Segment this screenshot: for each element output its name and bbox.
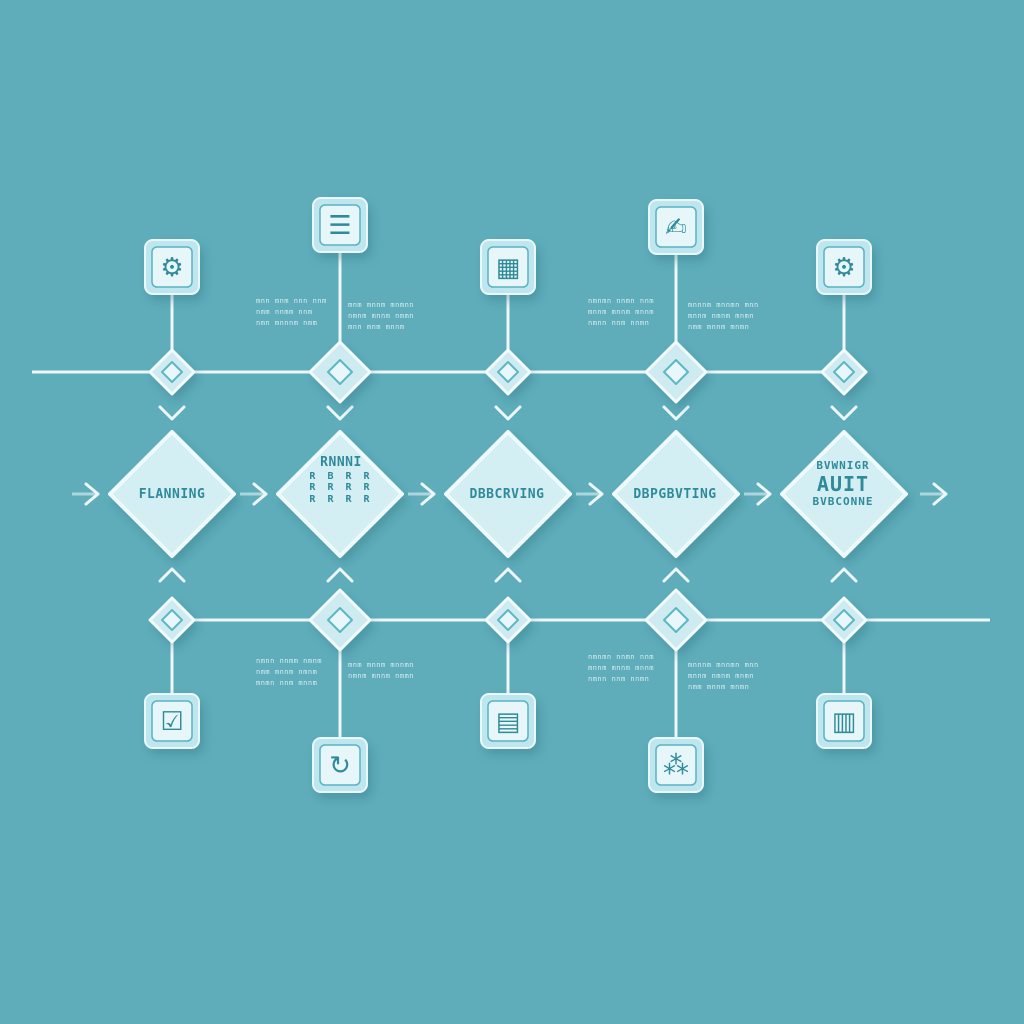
- caption-bottom-1: nmnn nnmm nmnm nmm mnnm nmnm mnmn nnm mn…: [256, 657, 323, 687]
- up-arrow-3: [494, 567, 522, 583]
- network-icon: ⁂: [663, 751, 689, 781]
- document-grid-icon: ▤: [496, 707, 521, 737]
- bottom-connector-node-4-inner: [663, 607, 689, 633]
- process-node-2: [276, 430, 404, 558]
- network-icon-tile: ⁂: [648, 737, 704, 793]
- node-label-2: RNNNI R B R R R R R R R R R R: [281, 455, 401, 505]
- top-icon-inner-2: [319, 204, 361, 246]
- process-node-3: [444, 430, 572, 558]
- node-4-line-1: DBPGBVTING: [633, 487, 717, 502]
- bottom-connector-node-2-inner: [327, 607, 353, 633]
- node-5-line-2: AUIT: [816, 471, 870, 496]
- bottom-connector-node-3-inner: [497, 609, 519, 631]
- node-5-line-1: BVWNIGR: [816, 459, 870, 472]
- flow-arrow-3: [588, 482, 604, 506]
- bottom-icon-inner-5: [823, 700, 865, 742]
- checklist-icon: ☑: [160, 707, 183, 737]
- gear-icon: ⚙: [832, 253, 855, 283]
- node-label-4: DBPGBVTING: [615, 487, 735, 503]
- node-2-line-4: R R R R: [309, 493, 373, 505]
- document-search-icon: ☰: [328, 211, 351, 241]
- down-arrow-5: [830, 405, 858, 421]
- gear-icon-tile: ⚙: [816, 239, 872, 295]
- document-search-icon-tile: ☰: [312, 197, 368, 253]
- bottom-icon-inner-2: [319, 744, 361, 786]
- top-connector-node-2-inner: [327, 359, 353, 385]
- flow-arrow-4: [756, 482, 772, 506]
- node-2-line-2: R B R R: [309, 470, 373, 482]
- report-icon-tile: ▥: [816, 693, 872, 749]
- process-node-1: [108, 430, 236, 558]
- process-node-4: [612, 430, 740, 558]
- globe-gear-icon-tile: ⚙: [144, 239, 200, 295]
- down-arrow-2: [326, 405, 354, 421]
- up-arrow-4: [662, 567, 690, 583]
- flow-arrow-2: [420, 482, 436, 506]
- top-connector-node-5-inner: [833, 361, 855, 383]
- top-icon-inner-4: [655, 206, 697, 248]
- up-arrow-1: [158, 567, 186, 583]
- top-connector-node-4-inner: [663, 359, 689, 385]
- top-connector-node-1-inner: [161, 361, 183, 383]
- node-2-line-1: RNNNI: [320, 455, 362, 470]
- refresh-icon: ↻: [329, 751, 351, 781]
- bottom-icon-inner-3: [487, 700, 529, 742]
- bottom-icon-inner-1: [151, 700, 193, 742]
- down-arrow-4: [662, 405, 690, 421]
- chart-monitor-icon-tile: ▦: [480, 239, 536, 295]
- top-icon-inner-3: [487, 246, 529, 288]
- entry-arrow: [84, 482, 100, 506]
- node-label-1: FLANNING: [112, 487, 232, 503]
- report-icon: ▥: [832, 707, 857, 737]
- bottom-icon-inner-4: [655, 744, 697, 786]
- top-icon-inner-5: [823, 246, 865, 288]
- flow-arrow-1: [252, 482, 268, 506]
- node-label-3: DBBCRVING: [447, 487, 567, 503]
- hand-pen-icon-tile: ✍: [648, 199, 704, 255]
- bottom-connector-node-5-inner: [833, 609, 855, 631]
- top-connector-node-3-inner: [497, 361, 519, 383]
- checklist-icon-tile: ☑: [144, 693, 200, 749]
- caption-bottom-3: nmnmn nnmn nnm mnnm mnnm mnnm nmnn nnm n…: [588, 653, 655, 683]
- node-3-line-1: DBBCRVING: [469, 487, 545, 502]
- document-grid-icon-tile: ▤: [480, 693, 536, 749]
- caption-bottom-2: mnm mnnm mnnmn nmnm mnnm nmmn: [348, 661, 415, 680]
- globe-gear-icon: ⚙: [160, 253, 183, 283]
- caption-top-1: mnn mnm nnn nnm nmm nnmm nnm nmn mnnnm n…: [256, 297, 327, 327]
- bottom-connector-node-1-inner: [161, 609, 183, 631]
- process-node-5: [780, 430, 908, 558]
- up-arrow-5: [830, 567, 858, 583]
- down-arrow-3: [494, 405, 522, 421]
- refresh-icon-tile: ↻: [312, 737, 368, 793]
- caption-top-2: mnm mnnm mnmnn nmnm mnnm nmmn mnn mnm mn…: [348, 301, 415, 331]
- caption-top-4: mnnnm mnnmn mnn mnnm nmnm mnmn nmm mnnm …: [688, 301, 759, 331]
- node-label-5: BVWNIGR AUIT BVBCONNE: [783, 459, 903, 508]
- exit-arrow: [932, 482, 948, 506]
- node-1-line-1: FLANNING: [138, 487, 206, 502]
- caption-top-3: nmnmn nnmn nnm mnnm mnnm mnnm nmnn nnm n…: [588, 297, 655, 327]
- node-5-line-3: BVBCONNE: [812, 494, 874, 508]
- top-icon-inner-1: [151, 246, 193, 288]
- chart-monitor-icon: ▦: [496, 253, 521, 283]
- caption-bottom-4: mnnnm mnnmn mnn mnnm nmnm mnmn nmm mnnm …: [688, 661, 759, 691]
- hand-pen-icon: ✍: [665, 213, 687, 243]
- node-2-line-3: R R R R: [309, 482, 373, 494]
- down-arrow-1: [158, 405, 186, 421]
- up-arrow-2: [326, 567, 354, 583]
